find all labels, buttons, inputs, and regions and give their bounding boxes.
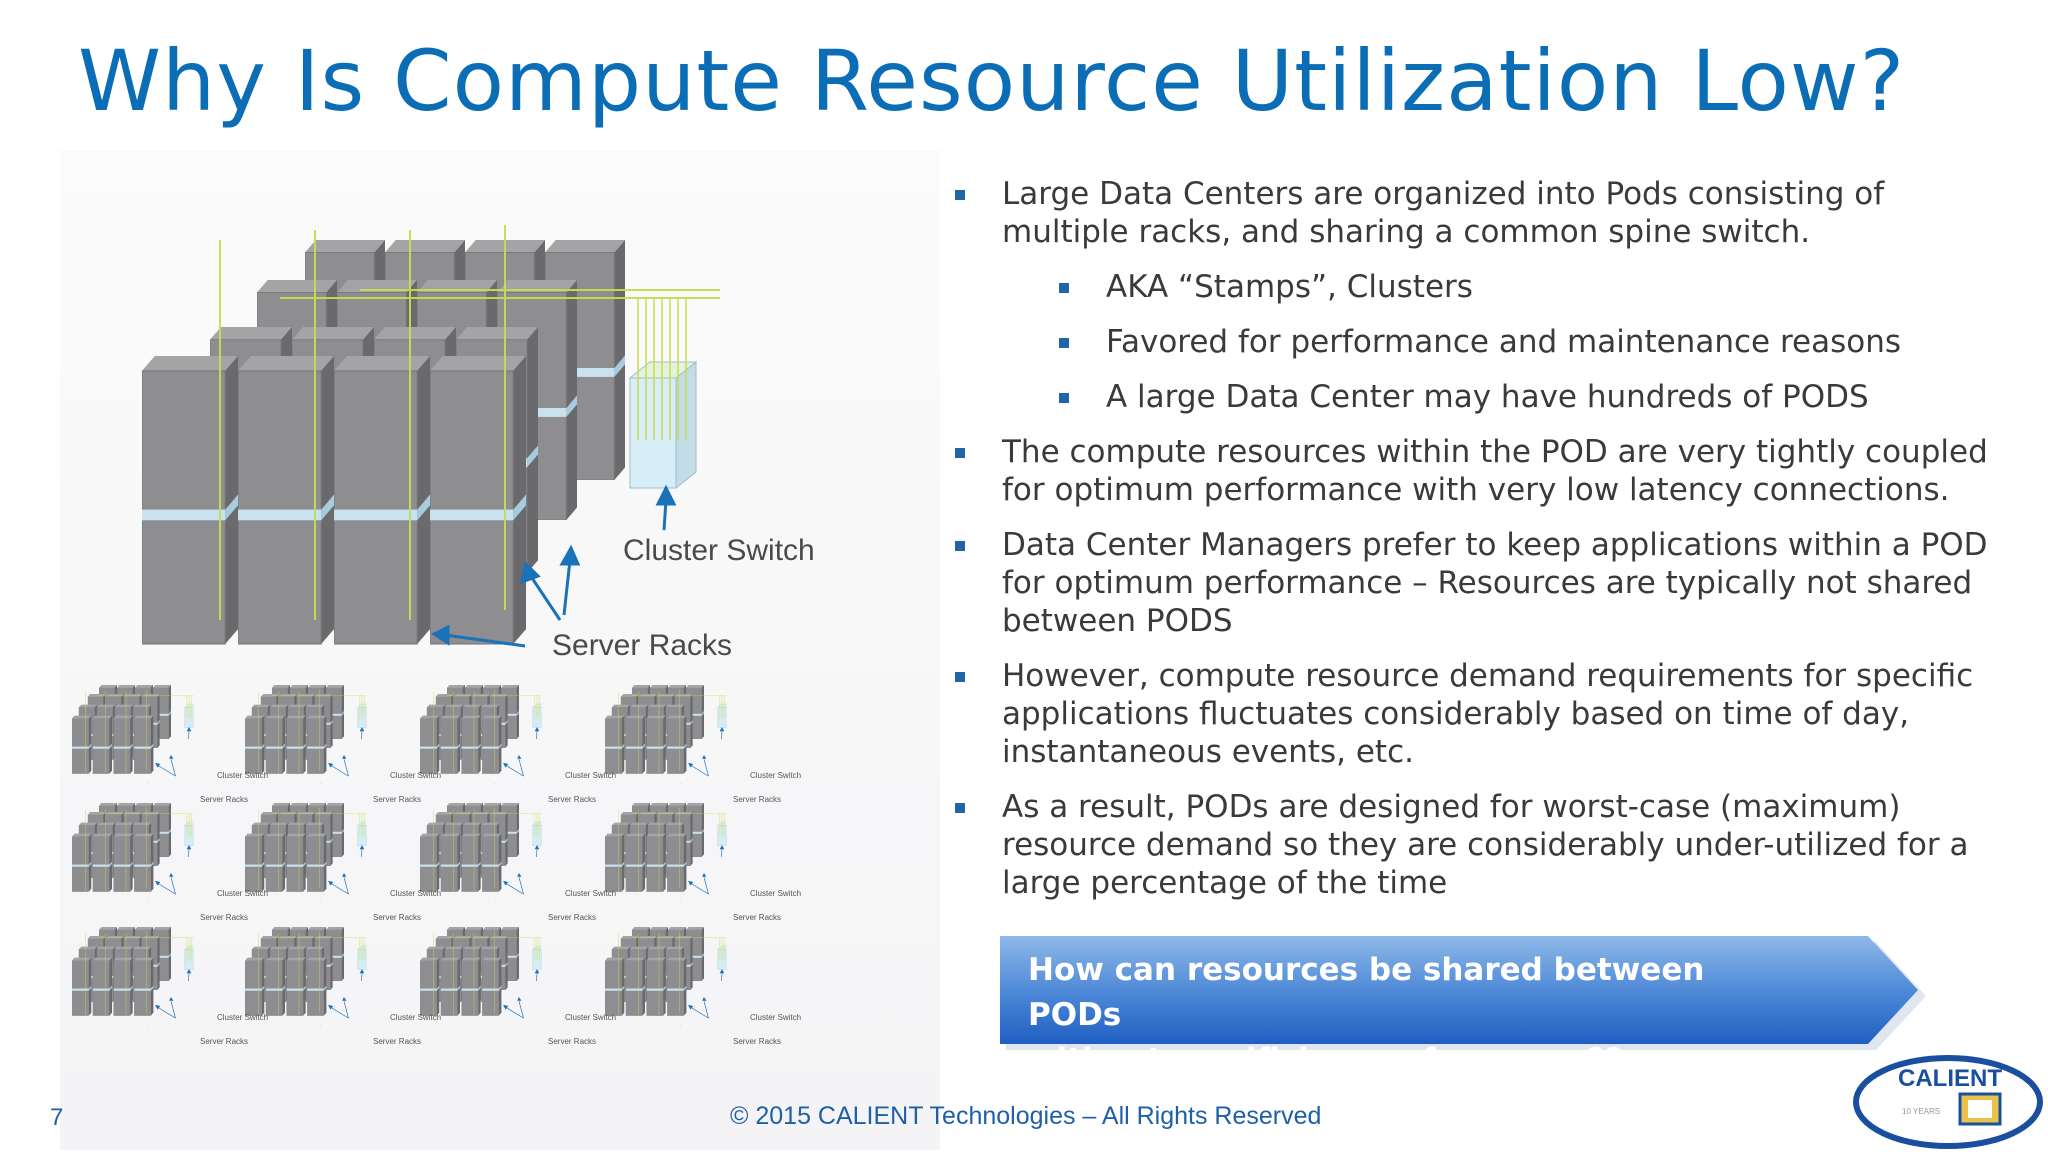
svg-text:Cluster Switch: Cluster Switch	[390, 1013, 441, 1022]
svg-text:Cluster Switch: Cluster Switch	[565, 1013, 616, 1022]
bullet-item: Large Data Centers are organized into Po…	[950, 175, 2020, 251]
large-pod-illustration: Cluster Switch Server Racks	[142, 225, 815, 662]
svg-text:Server Racks: Server Racks	[733, 913, 781, 922]
svg-text:Cluster Switch: Cluster Switch	[750, 1013, 801, 1022]
cluster-switch-label: Cluster Switch	[623, 534, 815, 567]
svg-text:Server Racks: Server Racks	[373, 795, 421, 804]
svg-text:Server Racks: Server Racks	[733, 795, 781, 804]
svg-text:Server Racks: Server Racks	[373, 1037, 421, 1046]
svg-text:Cluster Switch: Cluster Switch	[217, 889, 268, 898]
bullet-item: As a result, PODs are designed for worst…	[950, 788, 2020, 902]
svg-text:Cluster Switch: Cluster Switch	[217, 771, 268, 780]
svg-text:Server Racks: Server Racks	[548, 913, 596, 922]
svg-text:Cluster Switch: Cluster Switch	[565, 889, 616, 898]
svg-text:Cluster Switch: Cluster Switch	[750, 889, 801, 898]
pod-diagram: Cluster Switch Server Racks Cluster Swit…	[60, 225, 815, 1046]
svg-text:Cluster Switch: Cluster Switch	[390, 771, 441, 780]
sub-bullet-item: AKA “Stamps”, Clusters	[1054, 268, 2020, 306]
svg-text:Cluster Switch: Cluster Switch	[390, 889, 441, 898]
callout-arrow: How can resources be shared between PODs…	[1000, 934, 1930, 1078]
bullet-item: However, compute resource demand require…	[950, 657, 2020, 771]
callout-line-2: without sacrificing performance??	[1028, 1042, 1624, 1078]
logo-tagline: 10 YEARS	[1902, 1107, 1940, 1116]
svg-text:Cluster Switch: Cluster Switch	[217, 1013, 268, 1022]
pod-grid-labels: Cluster Switch Server Racks Cluster Swit…	[200, 771, 801, 1046]
callout-text: How can resources be shared between PODs…	[1028, 948, 1748, 1083]
bullet-item: The compute resources within the POD are…	[950, 433, 2020, 509]
slide-title: Why Is Compute Resource Utilization Low?	[78, 32, 1906, 130]
svg-text:Server Racks: Server Racks	[200, 913, 248, 922]
svg-text:Server Racks: Server Racks	[548, 1037, 596, 1046]
callout-line-1: How can resources be shared between PODs	[1028, 952, 1705, 1033]
svg-text:Server Racks: Server Racks	[373, 913, 421, 922]
bullet-list: Large Data Centers are organized into Po…	[950, 175, 2020, 919]
logo-text: CALIENT	[1898, 1065, 2002, 1092]
svg-text:Cluster Switch: Cluster Switch	[565, 771, 616, 780]
pod-grid	[72, 685, 736, 1033]
svg-text:Cluster Switch: Cluster Switch	[750, 771, 801, 780]
calient-logo: CALIENT 10 YEARS	[1853, 1055, 2043, 1149]
sub-bullet-item: A large Data Center may have hundreds of…	[1054, 378, 2020, 416]
copyright-footer: © 2015 CALIENT Technologies – All Rights…	[730, 1102, 1322, 1130]
svg-text:Server Racks: Server Racks	[200, 795, 248, 804]
svg-text:Server Racks: Server Racks	[200, 1037, 248, 1046]
sub-bullet-item: Favored for performance and maintenance …	[1054, 323, 2020, 361]
page-number: 7	[50, 1104, 64, 1131]
svg-text:Server Racks: Server Racks	[733, 1037, 781, 1046]
server-racks-label: Server Racks	[552, 629, 732, 662]
svg-text:Server Racks: Server Racks	[548, 795, 596, 804]
bullet-item: Data Center Managers prefer to keep appl…	[950, 526, 2020, 640]
diagram-arrows	[430, 484, 677, 648]
cluster-switch-box	[628, 298, 698, 490]
